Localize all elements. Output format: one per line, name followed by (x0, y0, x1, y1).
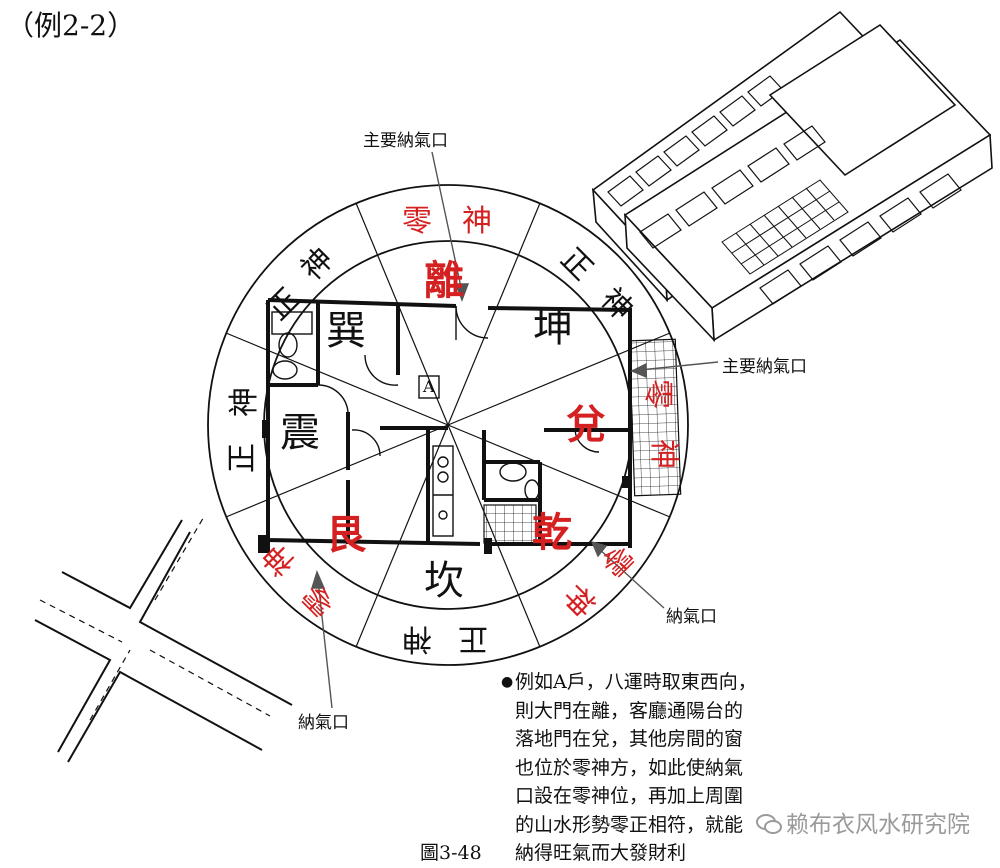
ring-top-char-1: 零 (402, 204, 432, 239)
figure-caption: 圖3-48 (420, 842, 482, 864)
watermark-text: 赖布衣风水研究院 (786, 812, 970, 838)
trigram-li: 離 (424, 257, 464, 304)
ring-top-char-2: 神 (462, 204, 492, 239)
ring-left-char-1: 正 (225, 443, 260, 473)
note-line: 例如A戶，八運時取東西向， (515, 671, 757, 693)
example-label: （例2-2） (6, 9, 136, 42)
trigram-xun: 巽 (326, 308, 366, 354)
bullet-icon: ● (501, 674, 514, 690)
ring-right-char-1: 零 (640, 379, 675, 409)
note-line: 落地門在兌，其他房間的窗 (515, 728, 744, 750)
callout-main-top: 主要納氣口 (363, 131, 448, 151)
wechat-icon (756, 814, 782, 834)
callout-bottom-left: 納氣口 (298, 713, 349, 733)
note-line: 則大門在離，客廳通陽台的 (515, 699, 744, 722)
note-line: 也位於零神方，如此使納氣 (515, 756, 744, 779)
watermark: 赖布衣风水研究院 (756, 805, 970, 839)
explanation-note: ● 例如A戶，八運時取東西向， 則大門在離，客廳通陽台的 落地門在兌，其他房間的… (501, 668, 757, 868)
floor-plan (258, 298, 682, 554)
callout-arrows (311, 151, 719, 709)
trigram-dui: 兌 (566, 401, 606, 448)
note-line: 口設在零神位，再加上周圍 (515, 785, 744, 807)
trigram-qian: 乾 (532, 509, 572, 556)
trigram-zhen: 震 (280, 410, 320, 456)
callout-main-right: 主要納氣口 (722, 357, 807, 377)
ring-bottom-char-2: 神 (402, 621, 432, 656)
note-line: 納得旺氣而大發財利 (515, 842, 687, 864)
trigram-gen: 艮 (326, 511, 366, 558)
callout-bottom-right: 納氣口 (666, 607, 717, 627)
note-line: 的山水形勢零正相符，就能 (515, 813, 744, 836)
trigram-kan: 坎 (424, 558, 464, 604)
road-intersection (34, 514, 293, 763)
ring-right-char-2: 神 (646, 439, 681, 469)
unit-marker: A (423, 377, 435, 396)
trigram-kun: 坤 (533, 305, 573, 351)
building-illustration (591, 10, 993, 343)
ring-bottom-char-1: 正 (458, 621, 488, 656)
ring-left-char-2: 神 (227, 387, 262, 417)
